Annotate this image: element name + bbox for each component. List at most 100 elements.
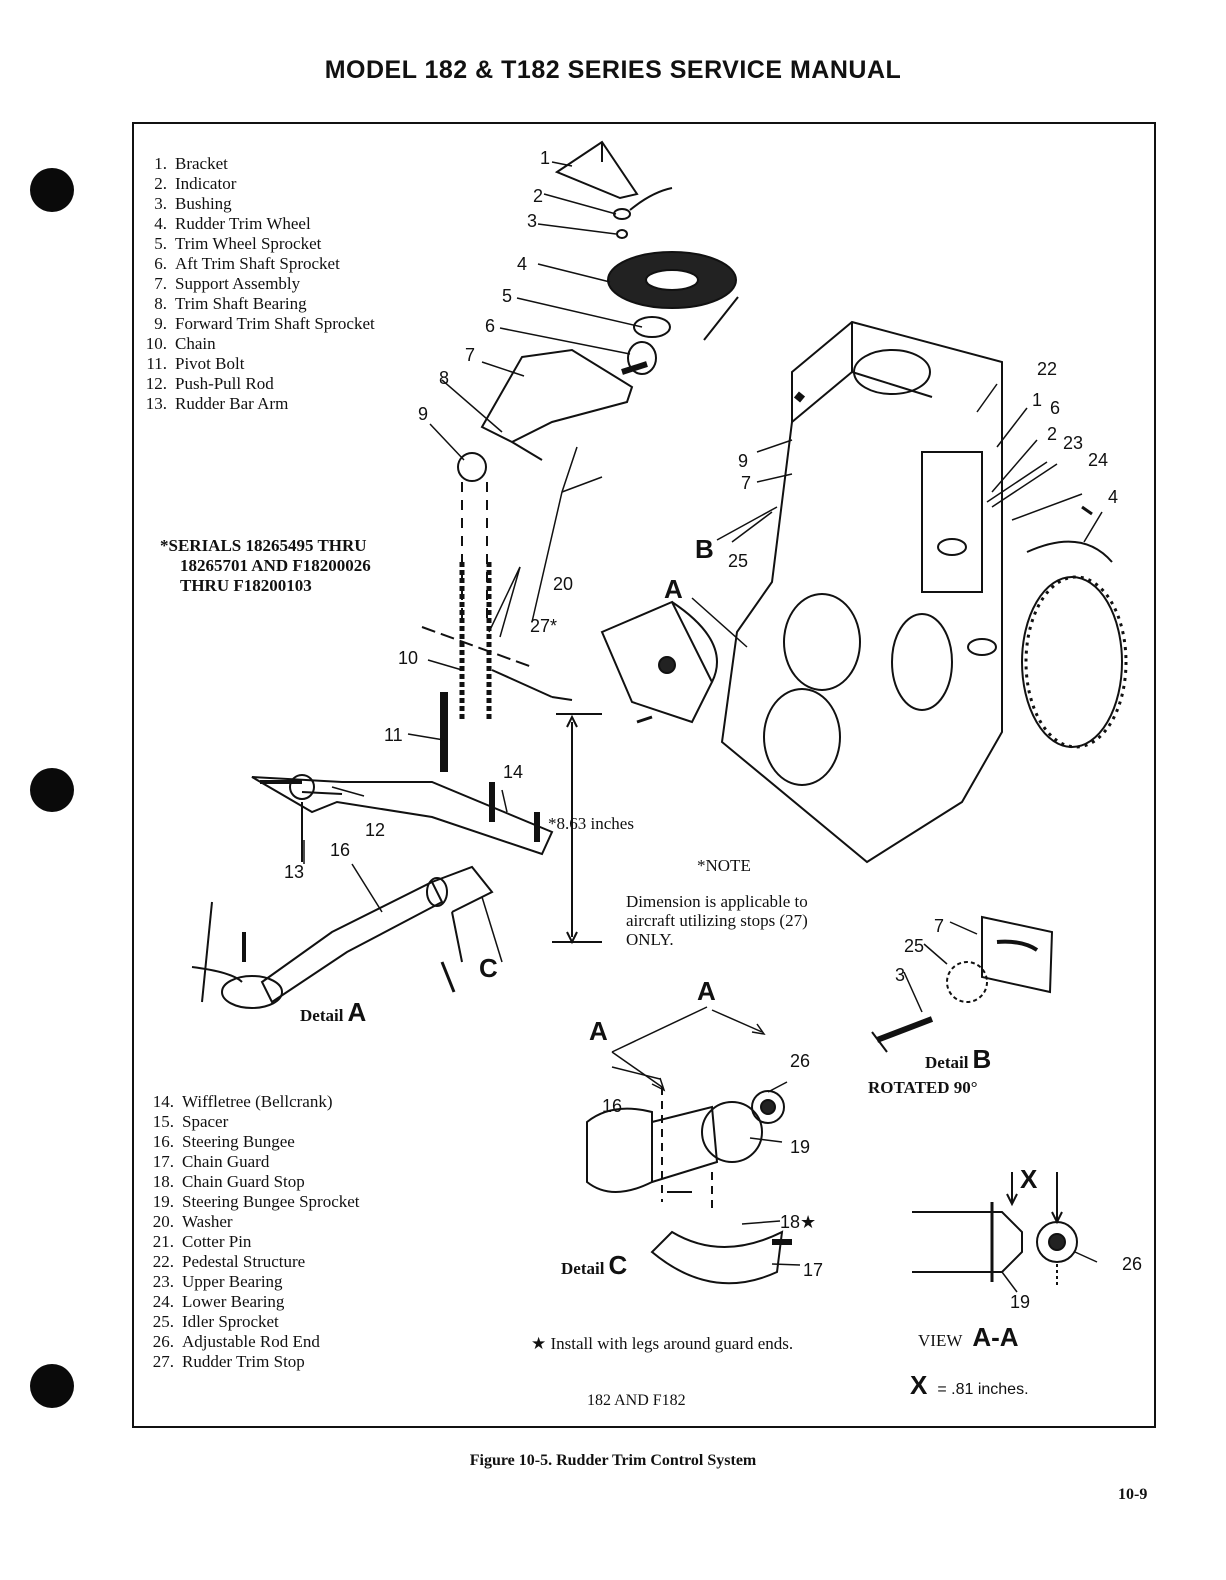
legend-item: 18.Chain Guard Stop — [152, 1172, 305, 1191]
binder-hole — [30, 168, 74, 212]
detached-trim-wheel — [967, 505, 1128, 749]
callout-22: 22 — [1037, 359, 1058, 379]
x-dimension-note: X = .81 inches. — [910, 1370, 1029, 1400]
chain-assembly — [421, 452, 573, 722]
dimension-line — [552, 713, 602, 945]
legend-item: 22.Pedestal Structure — [152, 1252, 306, 1271]
section-letter-x: X — [1020, 1164, 1038, 1194]
serials-line: 18265701 AND F18200026 — [180, 556, 371, 575]
legend-item: 26.Adjustable Rod End — [152, 1332, 320, 1351]
section-letter-a: A — [589, 1016, 608, 1046]
legend-item: 17.Chain Guard — [152, 1152, 270, 1171]
legend-item: 15.Spacer — [152, 1112, 229, 1131]
callout-6: 6 — [485, 316, 496, 336]
legend-item: 2.Indicator — [154, 174, 237, 193]
callout-d16: 16 — [602, 1096, 623, 1116]
callout-16: 16 — [330, 840, 351, 860]
note-title: *NOTE — [697, 856, 751, 875]
serials-line: *SERIALS 18265495 THRU — [160, 536, 367, 555]
rotated-note: ROTATED 90° — [868, 1078, 978, 1097]
parts-legend-bottom: 14.Wiffletree (Bellcrank) 15.Spacer 16.S… — [140, 1092, 360, 1372]
rudder-trim-drawing — [191, 140, 1128, 1293]
legend-item: 3.Bushing — [154, 194, 232, 213]
callout-13: 13 — [284, 862, 305, 882]
detail-c-label: Detail C — [561, 1250, 628, 1280]
callout-14: 14 — [503, 762, 524, 782]
callout-d19: 19 — [790, 1137, 811, 1157]
note-body: Dimension is applicable to aircraft util… — [626, 892, 808, 949]
callout-v26: 26 — [1122, 1254, 1143, 1274]
legend-item: 11.Pivot Bolt — [146, 354, 245, 373]
detail-b-drawing — [871, 915, 1054, 1053]
pedestal-structure — [720, 320, 1003, 864]
callout-5: 5 — [502, 286, 513, 306]
section-letter-c: C — [479, 953, 498, 983]
page-header: MODEL 182 & T182 SERIES SERVICE MANUAL — [324, 56, 902, 84]
callout-r7: 7 — [741, 473, 752, 493]
callout-b25: 25 — [904, 936, 925, 956]
section-letter-a: A — [664, 574, 683, 604]
callout-10: 10 — [398, 648, 419, 668]
legend-item: 12.Push-Pull Rod — [145, 374, 274, 393]
callout-d17: 17 — [803, 1260, 824, 1280]
legend-item: 20.Washer — [152, 1212, 233, 1231]
callout-r9: 9 — [738, 451, 749, 471]
serials-note: *SERIALS 18265495 THRU 18265701 AND F182… — [160, 536, 371, 596]
legend-item: 1.Bracket — [154, 154, 228, 173]
legend-item: 10.Chain — [145, 334, 216, 353]
legend-item: 16.Steering Bungee — [152, 1132, 295, 1151]
legend-item: 23.Upper Bearing — [152, 1272, 283, 1291]
callout-24: 24 — [1088, 450, 1109, 470]
legend-item: 4.Rudder Trim Wheel — [154, 214, 311, 233]
callout-7: 7 — [465, 345, 476, 365]
figure-caption: Figure 10-5. Rudder Trim Control System — [469, 1452, 757, 1469]
callout-4: 4 — [517, 254, 528, 274]
detail-b-label: Detail B — [925, 1044, 992, 1074]
steering-bungee — [191, 865, 494, 1009]
callout-12: 12 — [365, 820, 386, 840]
detail-a-plate — [600, 600, 718, 724]
callout-r4: 4 — [1108, 487, 1119, 507]
view-arrows — [611, 1006, 766, 1092]
callout-b3: 3 — [895, 965, 906, 985]
dimension-label: *8.63 inches — [548, 814, 634, 833]
callout-v19: 19 — [1010, 1292, 1031, 1312]
trim-wheel-assembly — [554, 140, 739, 375]
legend-item: 6.Aft Trim Shaft Sprocket — [154, 254, 340, 273]
figure-frame — [132, 122, 1156, 1428]
note-line: ONLY. — [626, 930, 674, 949]
legend-item: 25.Idler Sprocket — [152, 1312, 279, 1331]
note-line: Dimension is applicable to — [626, 892, 808, 911]
install-note: ★ Install with legs around guard ends. — [531, 1334, 794, 1353]
legend-item: 8.Trim Shaft Bearing — [154, 294, 307, 313]
section-letter-a: A — [697, 976, 716, 1006]
parts-legend-top: 1.Bracket 2.Indicator 3.Bushing 4.Rudder… — [133, 154, 375, 414]
callout-9: 9 — [418, 404, 429, 424]
view-aa-label: VIEW A-A — [918, 1322, 1019, 1352]
legend-item: 7.Support Assembly — [154, 274, 301, 293]
callout-r25: 25 — [728, 551, 749, 571]
detail-a-label: Detail A — [300, 997, 367, 1027]
callout-d18: 18★ — [780, 1212, 817, 1232]
callout-d26: 26 — [790, 1051, 811, 1071]
callout-b7: 7 — [934, 916, 945, 936]
callout-2: 2 — [533, 186, 544, 206]
legend-item: 27.Rudder Trim Stop — [152, 1352, 305, 1371]
legend-item: 19.Steering Bungee Sprocket — [152, 1192, 360, 1211]
callout-27: 27* — [530, 616, 558, 636]
callout-11: 11 — [384, 725, 403, 745]
callout-r1: 1 — [1032, 390, 1043, 410]
legend-item: 14.Wiffletree (Bellcrank) — [152, 1092, 333, 1111]
binder-hole — [30, 1364, 74, 1408]
callout-r6: 6 — [1050, 398, 1061, 418]
binder-hole — [30, 768, 74, 812]
callout-20: 20 — [553, 574, 574, 594]
legend-item: 5.Trim Wheel Sprocket — [154, 234, 322, 253]
note-line: aircraft utilizing stops (27) — [626, 911, 808, 930]
serials-line: THRU F18200103 — [180, 576, 312, 595]
callout-r2: 2 — [1047, 424, 1058, 444]
leader-lines — [303, 161, 1103, 1293]
legend-item: 21.Cotter Pin — [152, 1232, 252, 1251]
callout-3: 3 — [527, 211, 538, 231]
legend-item: 13.Rudder Bar Arm — [145, 394, 289, 413]
